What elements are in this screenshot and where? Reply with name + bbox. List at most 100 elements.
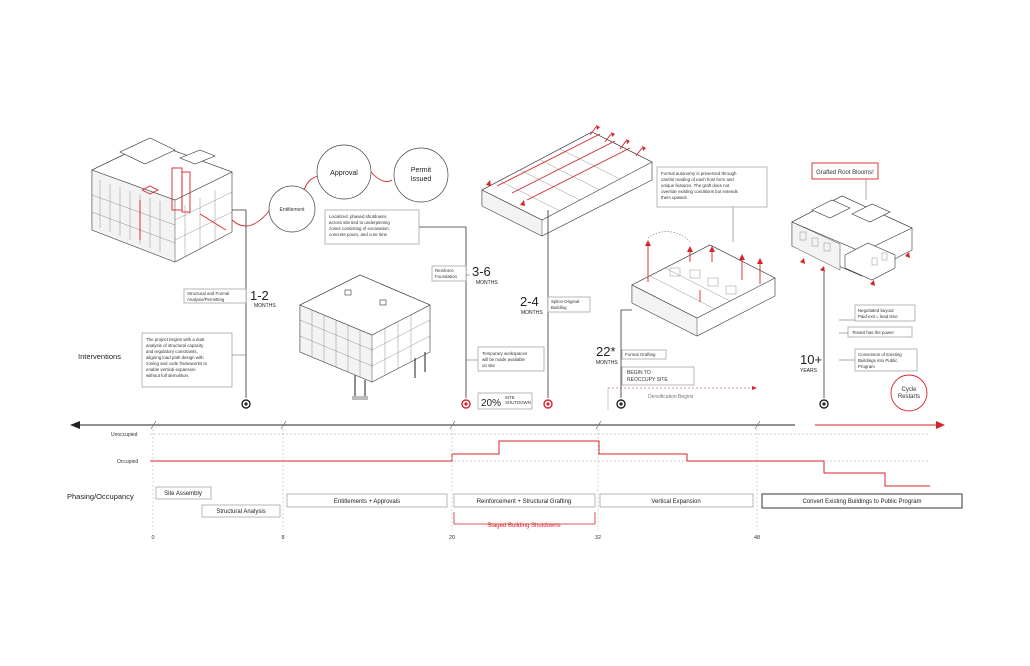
- m2-unit: MONTHS: [476, 280, 498, 286]
- site-shutdown-line1: SITE: [505, 395, 515, 400]
- building-2-illustration: [299, 274, 431, 400]
- m4-note-box: [621, 349, 667, 360]
- shutdowns-note-line1: Localized, phased shutdowns: [329, 214, 387, 219]
- project-note-line5: zoning and code frameworks to: [146, 361, 208, 366]
- m3-note-box: [547, 296, 591, 313]
- phase-guides: [152, 425, 758, 530]
- shutdowns-note-line2: across site tied to underpinning: [329, 220, 390, 225]
- tenant-box: [847, 326, 913, 338]
- building-3-illustration: [481, 125, 653, 237]
- m5-note-box: [854, 348, 918, 372]
- phasing-label: Phasing/Occupancy: [67, 492, 134, 501]
- milestone-markers: [241, 399, 829, 409]
- m5-note-line3: Program: [858, 364, 875, 369]
- grafted-label: Grafted Root Blooms!: [816, 170, 874, 176]
- m5-note-line2: Buildings into Public: [858, 358, 898, 363]
- shutdowns-note-line4: concrete pours, and cure time: [329, 232, 388, 237]
- tick-32: 32: [595, 535, 601, 541]
- shutdowns-note-line3: zones consisting of excavation,: [329, 226, 390, 231]
- site-shutdown-box: [477, 392, 533, 410]
- m3-note-line2: Building: [551, 305, 567, 310]
- staged-shutdowns-bracket: [453, 512, 596, 525]
- reoccupy-box: [621, 366, 695, 386]
- phase-reinforcement-box: [453, 493, 596, 508]
- building-1-illustration: [91, 137, 233, 263]
- phase-convert: Convert Existing Buildings to Public Pro…: [802, 499, 921, 505]
- buyout-line2: Paid exit = lead time: [858, 314, 898, 319]
- project-note-line1: The project begins with a dual: [146, 337, 204, 342]
- m2-note-line1: Reinforce: [435, 268, 454, 273]
- m3-number: 2-4: [520, 294, 539, 309]
- project-note-line6: enable vertical expansion: [146, 367, 196, 372]
- permit-bubble: [393, 147, 449, 203]
- site-shutdown-line2: SHUTDOWN: [505, 400, 531, 405]
- m4-note: Formal Grafting: [625, 352, 656, 357]
- project-note-line4: aligning load path design with: [146, 355, 204, 360]
- grafted-box: [811, 162, 879, 180]
- phase-structural: Structural Analysis: [216, 509, 265, 515]
- autonomy-line2: careful reading of each host form and: [661, 177, 734, 182]
- autonomy-note-box: [656, 166, 768, 208]
- phase-entitlements-box: [286, 493, 448, 508]
- m1-note-line2: Analysis/Permitting: [187, 297, 225, 302]
- m2-note-line2: Foundation: [435, 274, 458, 279]
- workspaces-note-box: [477, 346, 545, 372]
- m5-number: 10+: [800, 352, 822, 367]
- occupied-label: Occupied: [117, 459, 138, 465]
- phase-vertical-box: [599, 493, 754, 508]
- workspaces-note-line2: will be made available: [482, 357, 526, 362]
- autonomy-line3: unique features. The graft does not: [661, 183, 730, 188]
- workspaces-note-line1: Temporary workspaces: [482, 351, 528, 356]
- building-4-illustration: [631, 231, 776, 337]
- m3-unit: MONTHS: [521, 310, 543, 316]
- unoccupied-label: Unoccupied: [111, 432, 138, 438]
- occupancy-graph: [150, 433, 930, 487]
- m5-note-line1: Conversion of Existing: [858, 352, 902, 357]
- leader-lines: [232, 180, 867, 398]
- m3-note-line1: Splice Original: [551, 299, 579, 304]
- project-note-line2: analysis of structural capacity: [146, 343, 204, 348]
- reoccupy-line2: REOCCUPY SITE: [627, 377, 668, 383]
- m5-unit: YEARS: [800, 368, 818, 374]
- tick-0: 0: [151, 535, 154, 541]
- tenant-label: Tenant has the power: [852, 330, 895, 335]
- tick-20: 20: [449, 535, 455, 541]
- permit-label-line2: Issued: [411, 176, 432, 183]
- phase-reinforcement: Reinforcement + Structural Grafting: [477, 499, 572, 505]
- m1-unit: MONTHS: [254, 303, 276, 309]
- permit-label-line1: Permit: [411, 167, 431, 174]
- site-shutdown-percent: 20%: [481, 398, 501, 409]
- reoccupy-line1: BEGIN TO: [627, 370, 651, 376]
- m4-number: 22*: [596, 344, 616, 359]
- phase-site-assembly-box: [155, 486, 212, 500]
- cycle-line2: Restarts: [898, 394, 920, 400]
- m1-number: 1-2: [250, 288, 269, 303]
- autonomy-line5: them upward.: [661, 195, 688, 200]
- tick-48: 48: [754, 535, 760, 541]
- workspaces-note-line3: on site: [482, 363, 495, 368]
- tick-8: 8: [281, 535, 284, 541]
- approval-bubbles: Entitlement Approval Permit Issued: [231, 144, 449, 233]
- phase-vertical: Vertical Expansion: [651, 499, 700, 505]
- building-5-illustration: [791, 195, 913, 286]
- project-note-line7: without full demolition.: [146, 373, 189, 378]
- densification-label: Densification Begins: [648, 394, 694, 400]
- autonomy-line1: Formal autonomy is preserved through: [661, 171, 737, 176]
- entitlement-bubble: [268, 185, 316, 233]
- phase-staged: Staged Building Shutdowns: [487, 523, 560, 529]
- m4-unit: MONTHS: [596, 360, 618, 366]
- buyout-line1: Negotiated buyout: [858, 308, 894, 313]
- buyout-box: [854, 304, 916, 322]
- phase-site-assembly: Site Assembly: [164, 491, 202, 497]
- project-note-line3: and regulatory constraints,: [146, 349, 198, 354]
- m2-number: 3-6: [472, 264, 491, 279]
- m1-note-box: [183, 288, 247, 304]
- m2-note-box: [431, 265, 467, 282]
- cycle-restarts-circle: [890, 374, 928, 412]
- main-timeline: [70, 420, 945, 430]
- entitlement-label: Entitlement: [279, 207, 305, 213]
- shutdowns-note-box: [324, 209, 420, 245]
- phase-structural-box: [201, 504, 281, 518]
- cycle-line1: Cycle: [901, 387, 917, 393]
